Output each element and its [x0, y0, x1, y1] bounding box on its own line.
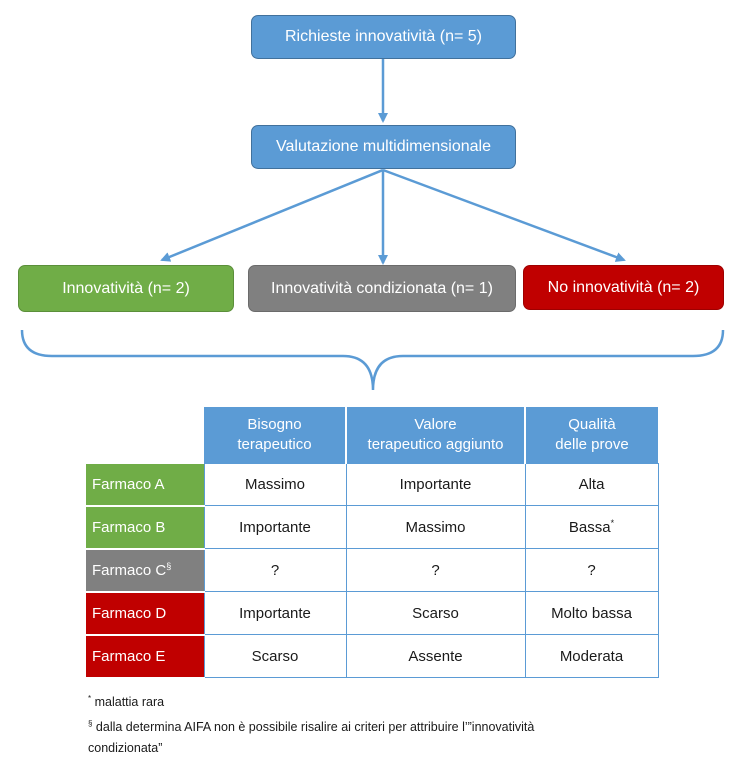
outcome-condizionata-box: Innovatività condizionata (n= 1): [248, 265, 516, 312]
cell-valore: ?: [345, 548, 526, 592]
outcome-no-innovativita-box: No innovatività (n= 2): [523, 265, 724, 310]
cell-bisogno: ?: [203, 548, 347, 592]
cell-valore: Scarso: [345, 591, 526, 635]
requests-label: Richieste innovatività (n= 5): [285, 28, 482, 45]
footnote-conditional: § dalla determina AIFA non è possibile r…: [88, 719, 535, 735]
outcome-innovativita-box: Innovatività (n= 2): [18, 265, 234, 312]
cell-valore: Massimo: [345, 505, 526, 549]
header-bisogno: Bisogno terapeutico: [204, 407, 347, 464]
cell-qualita: Moderata: [524, 634, 659, 678]
footnote-rare-disease: * malattia rara: [88, 694, 165, 710]
evaluation-label: Valutazione multidimensionale: [276, 138, 491, 155]
table-corner: [86, 407, 204, 464]
criteria-table: Bisogno terapeutico Valore terapeutico a…: [86, 407, 659, 679]
evaluation-box: Valutazione multidimensionale: [251, 125, 516, 169]
footnotes: * malattia rara § dalla determina AIFA n…: [88, 688, 534, 759]
requests-box: Richieste innovatività (n= 5): [251, 15, 516, 59]
cell-qualita: Molto bassa: [524, 591, 659, 635]
table-row: Farmaco B Importante Massimo Bassa*: [86, 505, 659, 550]
cell-qualita: Bassa*: [524, 505, 659, 549]
row-label-farmaco-c: Farmaco C§: [86, 548, 204, 593]
outcome-innovativita-label: Innovatività (n= 2): [62, 279, 190, 297]
header-qualita: Qualità delle prove: [525, 407, 658, 464]
row-label-farmaco-e: Farmaco E: [86, 634, 204, 679]
cell-qualita: ?: [524, 548, 659, 592]
table-header-row: Bisogno terapeutico Valore terapeutico a…: [86, 407, 658, 464]
table-row: Farmaco C§ ? ? ?: [86, 548, 659, 593]
table-row: Farmaco A Massimo Importante Alta: [86, 463, 659, 507]
cell-bisogno: Importante: [203, 505, 347, 549]
footnote-conditional-cont: condizionata”: [88, 741, 163, 756]
row-label-farmaco-d: Farmaco D: [86, 591, 204, 636]
cell-bisogno: Massimo: [203, 463, 347, 506]
grouping-brace: [20, 329, 725, 391]
row-label-farmaco-b: Farmaco B: [86, 505, 204, 550]
row-label-farmaco-a: Farmaco A: [86, 463, 204, 507]
outcome-condizionata-label: Innovatività condizionata (n= 1): [271, 279, 493, 297]
header-valore: Valore terapeutico aggiunto: [346, 407, 526, 464]
rare-disease-marker: *: [610, 518, 615, 528]
table-row: Farmaco E Scarso Assente Moderata: [86, 634, 659, 679]
arrow-middle-to-innovativita: [160, 168, 384, 262]
arrow-middle-to-no-innovativita: [382, 168, 626, 262]
table-row: Farmaco D Importante Scarso Molto bassa: [86, 591, 659, 636]
section-marker: §: [166, 561, 172, 571]
cell-valore: Assente: [345, 634, 526, 678]
outcome-no-innovativita-label: No innovatività (n= 2): [547, 278, 700, 296]
cell-bisogno: Scarso: [203, 634, 347, 678]
cell-qualita: Alta: [524, 463, 659, 506]
cell-valore: Importante: [345, 463, 526, 506]
cell-bisogno: Importante: [203, 591, 347, 635]
